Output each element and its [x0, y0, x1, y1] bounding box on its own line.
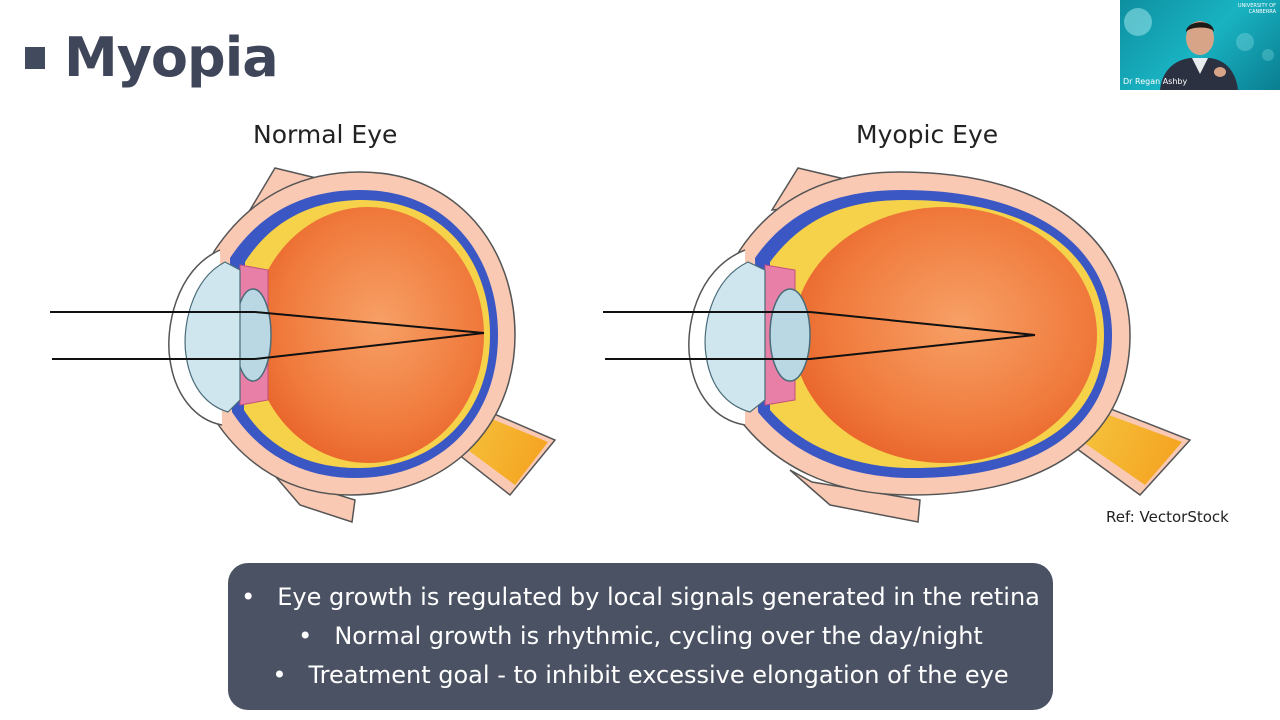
bullet-item: • Treatment goal - to inhibit excessive e…: [228, 661, 1053, 689]
reference-text: Ref: VectorStock: [1106, 508, 1229, 526]
presenter-name: Dr Regan Ashby: [1123, 77, 1187, 86]
logo-line-2: CANBERRA: [1249, 9, 1276, 15]
bullet-dot-icon: •: [272, 661, 286, 689]
normal-eye-illustration: [50, 168, 555, 522]
bullet-text: Normal growth is rhythmic, cycling over …: [334, 622, 983, 650]
bullet-text: Treatment goal - to inhibit excessive el…: [309, 661, 1009, 689]
bullet-text: Eye growth is regulated by local signals…: [277, 583, 1040, 611]
normal-vitreous: [252, 207, 484, 463]
presenter-webcam: UNIVERSITY OF CANBERRA Dr Regan Ashby: [1120, 0, 1280, 90]
bullet-dot-icon: •: [298, 622, 312, 650]
bullet-box: • Eye growth is regulated by local signal…: [228, 563, 1053, 710]
bullet-dot-icon: •: [241, 583, 255, 611]
bullet-item: • Normal growth is rhythmic, cycling over…: [228, 622, 1053, 650]
myopic-eye-illustration: [603, 168, 1190, 522]
myopic-vitreous: [793, 207, 1097, 463]
eye-diagram: [0, 0, 1280, 560]
university-logo: UNIVERSITY OF CANBERRA: [1238, 3, 1276, 15]
myopic-lens: [770, 289, 810, 381]
bullet-item: • Eye growth is regulated by local signal…: [228, 583, 1053, 611]
